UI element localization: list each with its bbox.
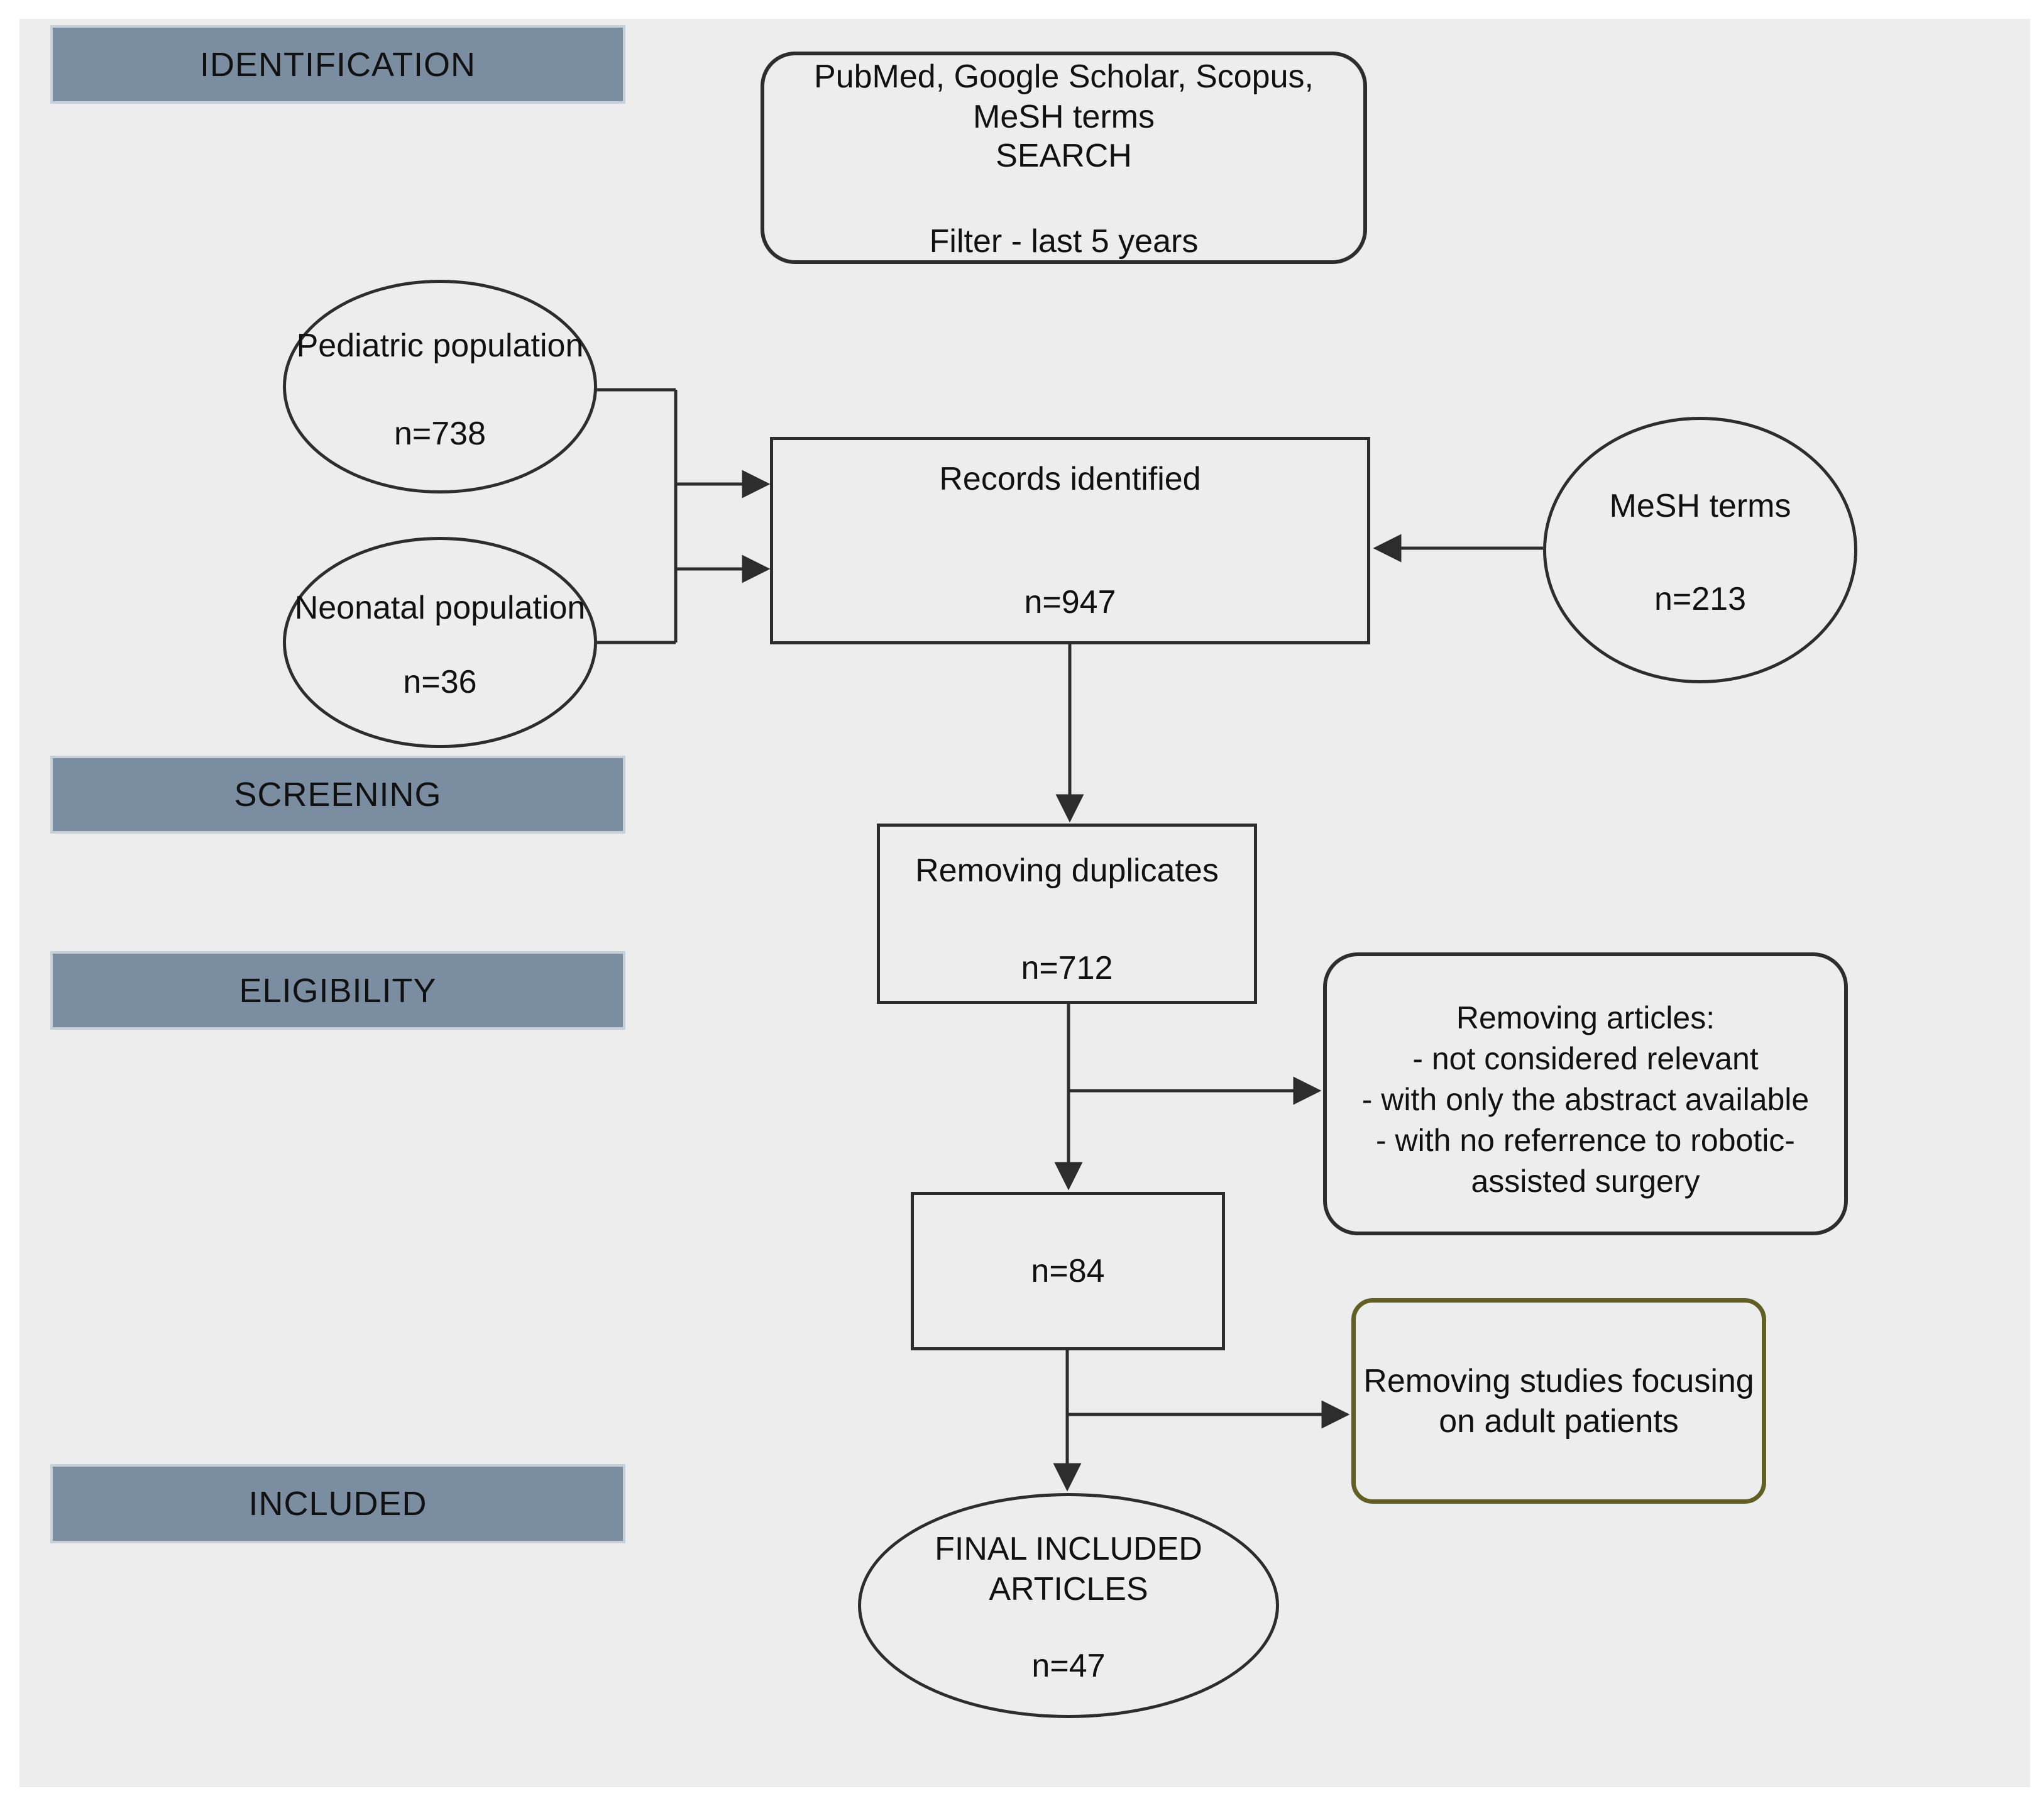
search-sources-line: MeSH terms bbox=[973, 99, 1155, 135]
stage-bar-eligibility: ELIGIBILITY bbox=[50, 951, 625, 1030]
pediatric-count: n=738 bbox=[393, 416, 486, 452]
stage-label-included: INCLUDED bbox=[248, 1485, 427, 1523]
node-eligible-count: n=84 bbox=[911, 1192, 1225, 1350]
records-label: Records identified bbox=[939, 461, 1201, 497]
stage-label-eligibility: ELIGIBILITY bbox=[239, 971, 437, 1010]
mesh-count: n=213 bbox=[1654, 581, 1747, 617]
node-search-sources: PubMed, Google Scholar, Scopus, MeSH ter… bbox=[761, 52, 1367, 264]
mesh-label: MeSH terms bbox=[1609, 488, 1791, 524]
final-label-line: ARTICLES bbox=[989, 1571, 1148, 1607]
neonatal-count: n=36 bbox=[403, 664, 477, 700]
removing-articles-line: assisted surgery bbox=[1471, 1164, 1700, 1199]
stage-bar-included: INCLUDED bbox=[50, 1464, 625, 1543]
duplicates-label: Removing duplicates bbox=[915, 852, 1219, 889]
node-final-included: FINAL INCLUDED ARTICLES n=47 bbox=[858, 1493, 1279, 1718]
final-count: n=47 bbox=[1031, 1648, 1106, 1684]
node-mesh-terms: MeSH terms n=213 bbox=[1543, 417, 1857, 683]
stage-bar-identification: IDENTIFICATION bbox=[50, 25, 625, 104]
stage-bar-screening: SCREENING bbox=[50, 756, 625, 834]
search-sources-line: PubMed, Google Scholar, Scopus, bbox=[814, 58, 1314, 95]
removing-articles-line: - with no referrence to robotic- bbox=[1376, 1123, 1795, 1158]
final-label-line: FINAL INCLUDED bbox=[935, 1531, 1202, 1567]
node-neonatal-population: Neonatal population n=36 bbox=[283, 537, 597, 748]
node-adult-exclusion: Removing studies focusing on adult patie… bbox=[1351, 1298, 1766, 1504]
removing-articles-line: - not considered relevant bbox=[1412, 1041, 1759, 1076]
pediatric-label: Pediatric population bbox=[296, 328, 584, 364]
search-filter-line: Filter - last 5 years bbox=[929, 223, 1199, 260]
stage-label-screening: SCREENING bbox=[234, 776, 442, 813]
duplicates-count: n=712 bbox=[1021, 950, 1113, 986]
eligible-count: n=84 bbox=[1031, 1253, 1105, 1289]
neonatal-label: Neonatal population bbox=[294, 590, 586, 626]
adult-exclusion-line: Removing studies focusing bbox=[1363, 1362, 1754, 1399]
adult-exclusion-line: on adult patients bbox=[1439, 1403, 1679, 1440]
node-pediatric-population: Pediatric population n=738 bbox=[283, 280, 597, 493]
stage-label-identification: IDENTIFICATION bbox=[200, 45, 476, 84]
node-records-identified: Records identified n=947 bbox=[770, 437, 1370, 644]
removing-articles-line: Removing articles: bbox=[1456, 1000, 1715, 1035]
records-count: n=947 bbox=[1024, 584, 1116, 620]
node-removing-duplicates: Removing duplicates n=712 bbox=[877, 824, 1257, 1004]
search-sources-line: SEARCH bbox=[996, 138, 1132, 174]
node-removing-articles: Removing articles: - not considered rele… bbox=[1323, 952, 1848, 1235]
removing-articles-line: - with only the abstract available bbox=[1361, 1082, 1810, 1117]
